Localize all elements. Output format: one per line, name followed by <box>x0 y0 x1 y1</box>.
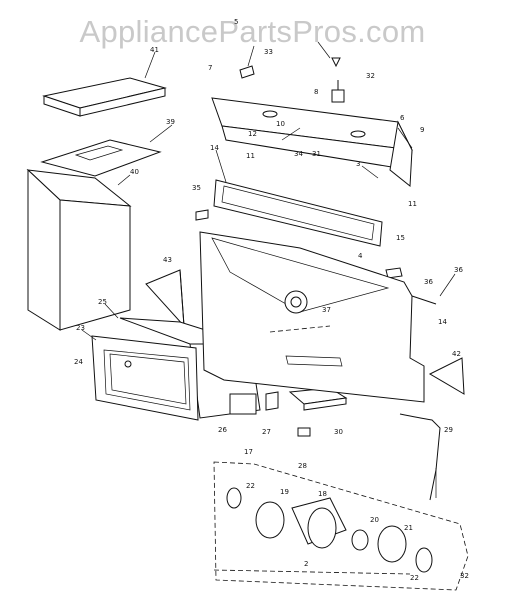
part-43-bracket <box>145 269 185 328</box>
label-11-right: 11 <box>408 200 417 208</box>
label-9: 9 <box>420 126 424 134</box>
label-22-left: 22 <box>246 482 255 490</box>
part-8-knob <box>331 80 345 103</box>
label-36-mid: 36 <box>424 278 433 286</box>
leader-lines <box>81 41 456 498</box>
label-17: 17 <box>244 448 253 456</box>
part-labels: 41 39 40 43 25 23 24 26 27 28 30 5 33 7 … <box>74 18 469 582</box>
label-27: 27 <box>262 428 271 436</box>
label-35: 35 <box>192 184 201 192</box>
label-21: 21 <box>404 524 413 532</box>
label-31: 31 <box>312 150 321 158</box>
label-39: 39 <box>166 118 175 126</box>
part-36-clip <box>385 267 403 279</box>
label-14-right: 14 <box>438 318 447 326</box>
label-41: 41 <box>150 46 159 54</box>
label-25: 25 <box>98 298 107 306</box>
part-42-bracket <box>428 357 465 395</box>
label-30: 30 <box>334 428 343 436</box>
label-32-bottom: 32 <box>460 572 469 580</box>
label-14-top: 14 <box>210 144 219 152</box>
label-11-left: 11 <box>246 152 255 160</box>
label-23: 23 <box>76 324 85 332</box>
label-26: 26 <box>218 426 227 434</box>
label-10: 10 <box>276 120 285 128</box>
part-35-clip <box>195 209 209 221</box>
label-42: 42 <box>452 350 461 358</box>
label-28: 28 <box>298 462 307 470</box>
label-3: 3 <box>356 160 360 168</box>
label-18: 18 <box>318 490 327 498</box>
label-20: 20 <box>370 516 379 524</box>
label-4: 4 <box>358 252 363 260</box>
label-36-right: 36 <box>454 266 463 274</box>
label-32-top: 32 <box>366 72 375 80</box>
part-40-cabinet <box>26 168 132 331</box>
label-34: 34 <box>294 150 303 158</box>
part-39-panel <box>40 139 162 177</box>
part-26-block <box>229 393 257 415</box>
label-29: 29 <box>444 426 453 434</box>
label-2: 2 <box>304 560 308 568</box>
part-41-duct <box>42 77 167 117</box>
part-28-clip <box>297 427 311 437</box>
label-6: 6 <box>400 114 405 122</box>
label-12: 12 <box>248 130 257 138</box>
label-15: 15 <box>396 234 405 242</box>
label-19: 19 <box>280 488 289 496</box>
label-37: 37 <box>322 306 331 314</box>
label-40: 40 <box>130 168 139 176</box>
label-8: 8 <box>314 88 318 96</box>
part-27-plate <box>265 391 279 411</box>
part-17-blower-assembly <box>213 461 469 591</box>
label-33: 33 <box>264 48 273 56</box>
part-23-door <box>91 335 199 421</box>
part-7-lever <box>239 65 255 79</box>
part-5-screw <box>331 57 341 68</box>
label-5: 5 <box>234 18 238 26</box>
label-7: 7 <box>208 64 212 72</box>
part-14-lens-frame <box>213 179 383 247</box>
part-16-housing <box>199 231 437 403</box>
label-22-right: 22 <box>410 574 419 582</box>
label-43: 43 <box>163 256 172 264</box>
label-24: 24 <box>74 358 83 366</box>
part-29-cord <box>399 413 441 501</box>
part-6-hood-top <box>211 97 413 187</box>
